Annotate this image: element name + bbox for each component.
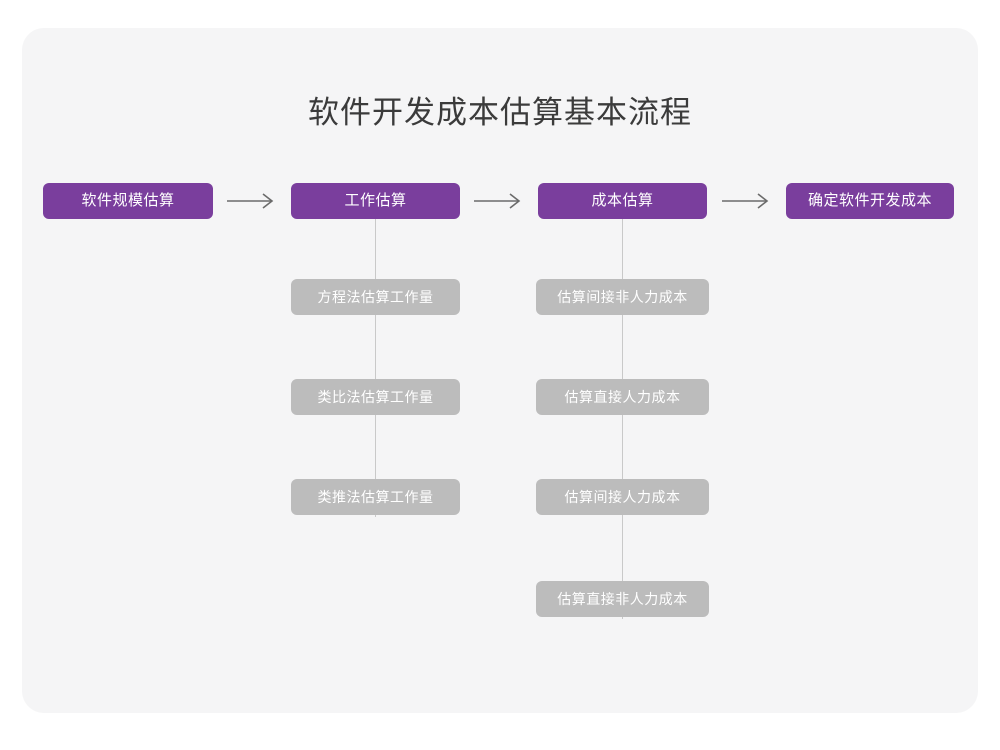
stage-node-effort-estimation[interactable]: 工作估算: [291, 183, 460, 219]
arrow-right-icon-1: [227, 191, 279, 211]
arrow-right-icon-3: [722, 191, 774, 211]
substep-node-indirect-nonlabor-cost[interactable]: 估算间接非人力成本: [536, 279, 709, 315]
page-title: 软件开发成本估算基本流程: [308, 95, 692, 130]
substep-node-direct-labor-cost[interactable]: 估算直接人力成本: [536, 379, 709, 415]
substep-node-equation-method-effort[interactable]: 方程法估算工作量: [291, 279, 460, 315]
connector-line-stage-2: [375, 219, 376, 517]
content-card: [22, 28, 978, 713]
stage-node-cost-estimation[interactable]: 成本估算: [538, 183, 707, 219]
arrow-right-icon-2: [474, 191, 526, 211]
substep-node-indirect-labor-cost[interactable]: 估算间接人力成本: [536, 479, 709, 515]
stage-node-software-scale-estimation[interactable]: 软件规模估算: [43, 183, 213, 219]
connector-line-stage-3: [622, 219, 623, 619]
substep-node-inference-method-effort[interactable]: 类推法估算工作量: [291, 479, 460, 515]
stage-node-determine-development-cost[interactable]: 确定软件开发成本: [786, 183, 954, 219]
substep-node-direct-nonlabor-cost[interactable]: 估算直接非人力成本: [536, 581, 709, 617]
substep-node-analogy-method-effort[interactable]: 类比法估算工作量: [291, 379, 460, 415]
